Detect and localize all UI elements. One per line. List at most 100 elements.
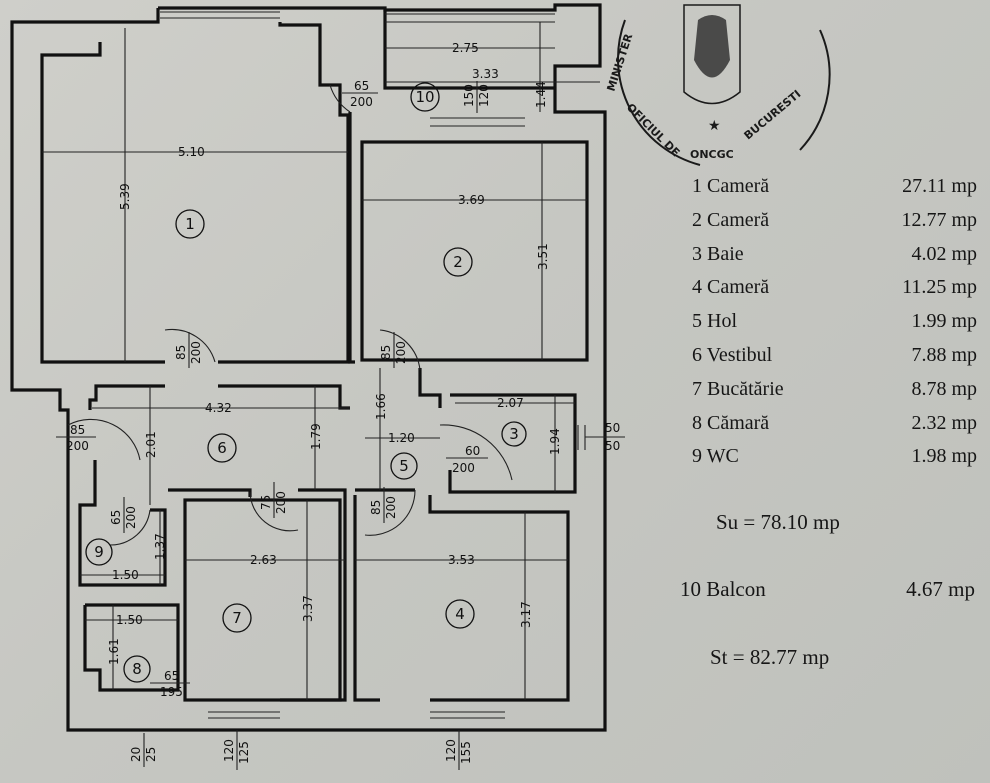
- room-number-2: 2: [443, 247, 473, 277]
- room-name: 8 Cămară: [692, 411, 770, 434]
- svg-text:120: 120: [477, 84, 491, 107]
- svg-text:200: 200: [124, 506, 138, 529]
- svg-text:2: 2: [453, 253, 463, 271]
- useful-area-total: Su = 78.10 mp: [716, 510, 840, 534]
- room-name: 2 Cameră: [692, 208, 770, 231]
- svg-text:120: 120: [444, 739, 458, 762]
- room-number-9: 9: [85, 538, 113, 566]
- svg-text:85: 85: [379, 345, 393, 360]
- room-name: 1 Cameră: [692, 175, 770, 197]
- svg-text:200: 200: [274, 491, 288, 514]
- svg-text:65: 65: [164, 669, 179, 683]
- rooms-area-table: 1 Cameră 27.11 mp 2 Cameră 12.77 mp 3 Baie 4.…: [692, 170, 977, 474]
- room-name: 5 Hol: [692, 310, 737, 333]
- svg-text:5: 5: [399, 457, 409, 475]
- svg-text:OFICIUL DE: OFICIUL DE: [624, 101, 682, 159]
- dim-room9-width: 1.50: [112, 568, 139, 582]
- dim-balcony-height: 1.44: [534, 81, 548, 108]
- door-swings: [67, 84, 513, 546]
- room-area: 2.32 mp: [911, 411, 977, 434]
- room-row: 9 WC 1.98 mp: [692, 440, 977, 474]
- svg-text:65: 65: [109, 510, 123, 525]
- dim-room6-width: 4.32: [205, 401, 232, 415]
- dim-room3-height: 1.94: [548, 428, 562, 455]
- dimension-lines: [42, 22, 600, 700]
- svg-text:200: 200: [350, 95, 373, 109]
- svg-text:85: 85: [70, 423, 85, 437]
- room-number-10: 10: [410, 82, 440, 112]
- svg-text:125: 125: [237, 741, 251, 764]
- svg-text:25: 25: [144, 747, 158, 762]
- dim-room4-width: 3.53: [448, 553, 475, 567]
- dim-room9-height: 1.37: [153, 533, 167, 560]
- dim-room5-width: 1.20: [388, 431, 415, 445]
- room-area: 27.11 mp: [902, 175, 977, 197]
- svg-text:195: 195: [160, 685, 183, 699]
- room-name: 9 WC: [692, 445, 739, 468]
- svg-text:1: 1: [185, 215, 195, 233]
- room-number-3: 3: [501, 421, 527, 447]
- svg-text:200: 200: [66, 439, 89, 453]
- balcony-row: 10 Balcon 4.67 mp: [680, 577, 975, 602]
- svg-text:65: 65: [354, 79, 369, 93]
- svg-text:120: 120: [222, 739, 236, 762]
- official-stamp: ★ MINISTER OFICIUL DE BUCURESTI ONCGC: [604, 4, 831, 166]
- room-row: 8 Cămară 2.32 mp: [692, 407, 977, 441]
- dim-room5-height: 1.66: [374, 393, 388, 420]
- svg-text:85: 85: [369, 500, 383, 515]
- dim-room4-height: 3.17: [519, 601, 533, 628]
- room-area: 1.98 mp: [911, 445, 977, 468]
- room-row: 2 Cameră 12.77 mp: [692, 204, 977, 238]
- dim-room6-height2: 1.79: [309, 423, 323, 450]
- star-icon: ★: [708, 117, 721, 133]
- svg-text:3: 3: [509, 425, 519, 443]
- balcony-area: 4.67 mp: [906, 577, 975, 601]
- dim-room8-width: 1.50: [116, 613, 143, 627]
- coat-of-arms-icon: [683, 4, 741, 105]
- svg-text:BUCURESTI: BUCURESTI: [742, 87, 804, 142]
- dim-room8-height: 1.61: [107, 638, 121, 665]
- svg-text:150: 150: [462, 84, 476, 107]
- room-number-8: 8: [123, 655, 151, 683]
- svg-text:200: 200: [452, 461, 475, 475]
- room-area: 12.77 mp: [901, 208, 977, 231]
- svg-text:6: 6: [217, 439, 227, 457]
- room-name: 3 Baie: [692, 242, 744, 265]
- svg-text:9: 9: [94, 543, 104, 561]
- room-area: 4.02 mp: [911, 242, 977, 265]
- svg-text:200: 200: [394, 341, 408, 364]
- dim-room6-height1: 2.01: [144, 431, 158, 458]
- room-name: 6 Vestibul: [692, 343, 773, 366]
- room-area: 1.99 mp: [911, 310, 977, 333]
- dim-room7-width: 2.63: [250, 553, 277, 567]
- walls: [10, 3, 607, 732]
- room-area: 11.25 mp: [902, 276, 977, 299]
- dim-room2-width: 3.69: [458, 193, 485, 207]
- room-number-7: 7: [222, 603, 252, 633]
- svg-text:60: 60: [465, 444, 480, 458]
- svg-text:4: 4: [455, 605, 465, 623]
- dim-balcony-2: 3.33: [472, 67, 499, 81]
- room-area: 8.78 mp: [911, 377, 977, 400]
- dim-room3-width: 2.07: [497, 396, 524, 410]
- balcony-label: 10 Balcon: [680, 577, 766, 601]
- total-area: St = 82.77 mp: [710, 645, 830, 669]
- dimension-labels: 5.10 5.39 3.69 3.51 2.75 3.33 1.44 4.32 …: [107, 41, 562, 665]
- dim-room2-height: 3.51: [536, 243, 550, 270]
- stamp-abbr: ONCGC: [690, 148, 734, 161]
- svg-text:200: 200: [384, 496, 398, 519]
- room-name: 4 Cameră: [692, 276, 770, 299]
- svg-text:10: 10: [415, 88, 434, 106]
